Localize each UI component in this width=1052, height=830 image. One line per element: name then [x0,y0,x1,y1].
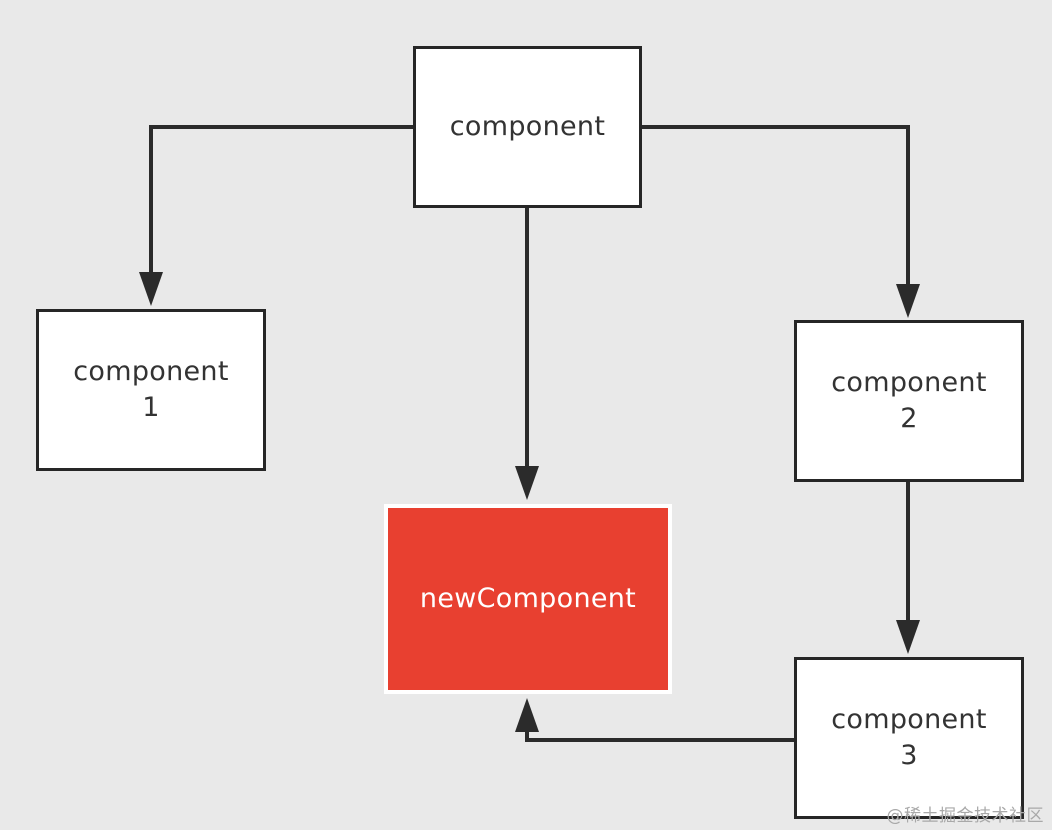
arrowhead-new-top [515,466,539,500]
arrowhead-c3 [896,620,920,654]
arrowhead-new-bottom [515,698,539,732]
watermark: @稀土掘金技术社区 [886,806,1044,826]
arrowhead-c1 [139,272,163,306]
node-component-3: component 3 [794,657,1024,819]
edge-root-to-c2 [642,125,910,292]
node-new-component: newComponent [384,504,672,694]
node-label: component [449,111,606,142]
edge-root-to-c1 [149,125,413,282]
node-component-1: component 1 [36,309,266,471]
node-component-root: component [413,46,642,208]
node-component-2: component 2 [794,320,1024,482]
node-label: component 1 [73,356,229,423]
node-label: newComponent [419,583,637,614]
node-label: component 3 [831,704,987,771]
arrowhead-c2 [896,284,920,318]
edge-c3-to-new [525,724,794,742]
node-label: component 2 [831,367,987,434]
